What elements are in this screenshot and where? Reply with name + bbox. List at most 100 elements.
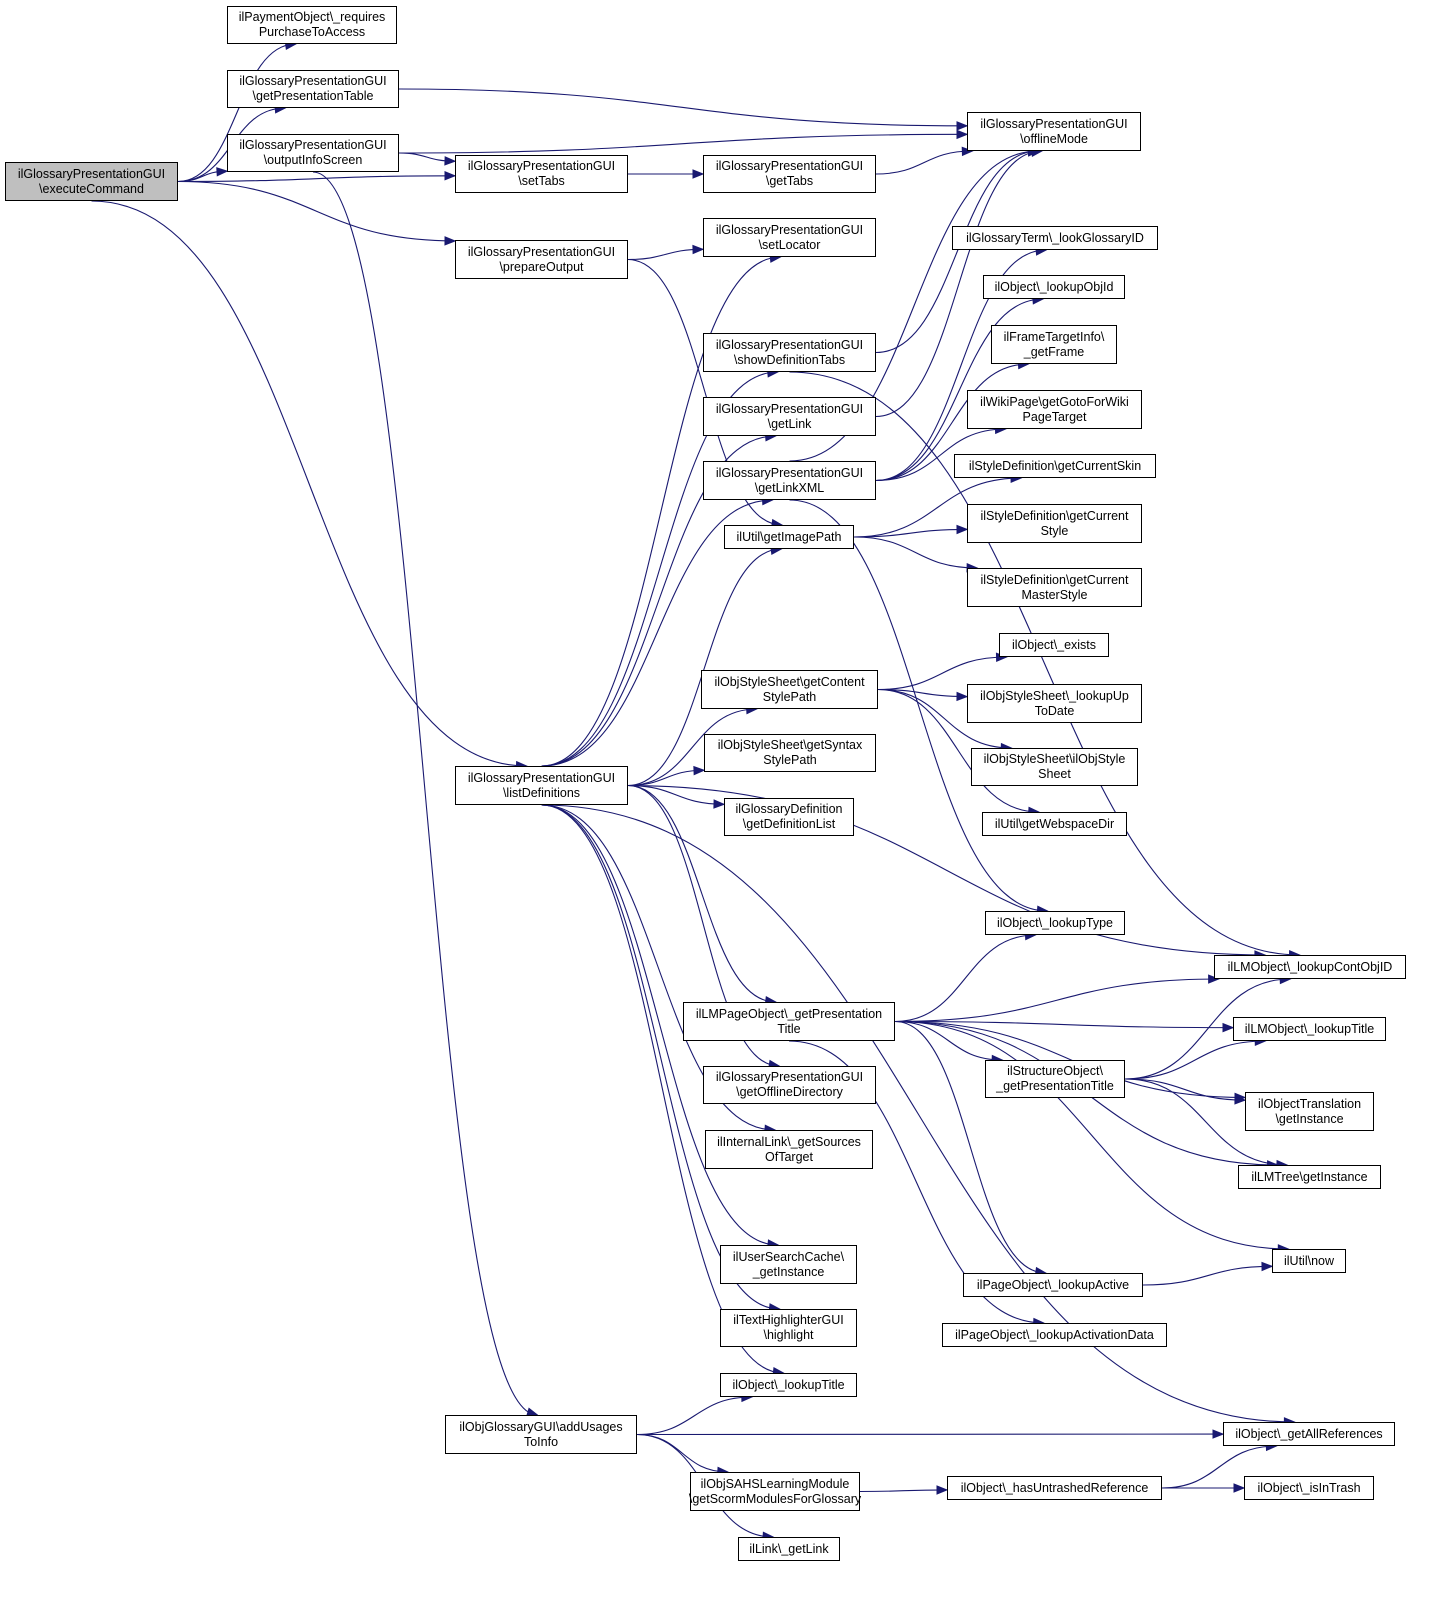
function-node[interactable]: ilUserSearchCache\_getInstance: [720, 1245, 857, 1284]
call-edge: [1124, 1040, 1266, 1080]
function-node[interactable]: ilStyleDefinition\getCurrentSkin: [954, 454, 1156, 478]
function-node[interactable]: ilGlossaryPresentationGUI\getPresentatio…: [227, 70, 399, 108]
node-label-line: StylePath: [763, 753, 817, 767]
function-node[interactable]: ilLMTree\getInstance: [1238, 1165, 1381, 1189]
function-node[interactable]: ilUtil\getImagePath: [724, 525, 854, 549]
node-label-line: ilObjStyleSheet\getSyntax: [717, 738, 863, 752]
node-label-line: ilObjectTranslation: [1257, 1096, 1362, 1111]
function-node[interactable]: ilUtil\now: [1272, 1249, 1346, 1273]
function-node[interactable]: ilUtil\getWebspaceDir: [982, 812, 1127, 836]
node-label-line: ilGlossaryPresentationGUI: [239, 74, 387, 88]
function-node[interactable]: ilObject\_hasUntrashedReference: [947, 1476, 1162, 1500]
node-label-line: \showDefinitionTabs: [733, 352, 846, 367]
call-edge: [541, 804, 780, 1310]
node-label-line: StylePath: [762, 689, 817, 704]
node-label-line: \offlineMode: [1020, 131, 1088, 146]
node-label-line: \outputInfoScreen: [263, 153, 363, 167]
function-node[interactable]: ilObjectTranslation\getInstance: [1245, 1092, 1374, 1131]
function-node[interactable]: ilGlossaryPresentationGUI\getLinkXML: [703, 461, 876, 500]
function-node[interactable]: ilGlossaryTerm\_lookGlossaryID: [952, 226, 1158, 250]
function-node[interactable]: ilObject\_isInTrash: [1244, 1476, 1374, 1500]
arrowhead: [956, 129, 969, 140]
function-node[interactable]: ilGlossaryPresentationGUI\setTabs: [455, 155, 628, 193]
call-edge: [894, 978, 1219, 1023]
node-label-line: \getTabs: [765, 174, 814, 188]
function-node[interactable]: ilGlossaryPresentationGUI\prepareOutput: [455, 240, 628, 279]
node-label-line: ilGlossaryPresentationGUI: [715, 159, 864, 173]
call-edge: [541, 804, 775, 1131]
node-label-line: ilObject\_lookupTitle: [732, 1377, 845, 1392]
root-function-node[interactable]: ilGlossaryPresentationGUI\executeCommand: [5, 162, 178, 201]
arrowhead: [1212, 1429, 1225, 1439]
call-edge: [875, 428, 1006, 482]
function-node[interactable]: ilObject\_lookupType: [985, 911, 1125, 935]
node-label-line: ilPaymentObject\_requires: [238, 10, 386, 24]
function-node[interactable]: ilGlossaryPresentationGUI\listDefinition…: [455, 766, 628, 805]
node-label-line: _getInstance: [752, 1264, 825, 1279]
function-node[interactable]: ilPageObject\_lookupActive: [963, 1273, 1143, 1297]
call-edge: [875, 150, 1042, 418]
node-label-line: ilFrameTargetInfo\: [1003, 329, 1105, 344]
function-node[interactable]: ilGlossaryPresentationGUI\showDefinition…: [703, 333, 876, 372]
node-label-line: \getDefinitionList: [742, 817, 836, 831]
function-node[interactable]: ilGlossaryDefinition\getDefinitionList: [724, 798, 854, 836]
function-node[interactable]: ilLMObject\_lookupContObjID: [1214, 955, 1406, 979]
node-label-line: ilObjStyleSheet\_lookupUp: [980, 688, 1129, 703]
node-label-line: ilGlossaryPresentationGUI: [715, 1070, 864, 1084]
call-edge: [853, 536, 978, 569]
function-node[interactable]: ilGlossaryPresentationGUI\getLink: [703, 397, 876, 436]
function-node[interactable]: ilObject\_exists: [999, 633, 1109, 657]
function-node[interactable]: ilLMObject\_lookupTitle: [1233, 1017, 1386, 1041]
node-label-line: MasterStyle: [1021, 587, 1088, 602]
function-node[interactable]: ilObject\_getAllReferences: [1223, 1422, 1395, 1446]
arrowhead: [692, 244, 705, 255]
call-edge: [398, 88, 968, 127]
function-node[interactable]: ilGlossaryPresentationGUI\setLocator: [703, 218, 876, 257]
node-label-line: ilLMTree\getInstance: [1251, 1169, 1368, 1184]
arrowhead: [692, 169, 705, 179]
node-label-line: ilObjSAHSLearningModule: [700, 1476, 850, 1491]
function-node[interactable]: ilGlossaryPresentationGUI\getOfflineDire…: [703, 1066, 876, 1104]
node-label-line: PurchaseToAccess: [258, 25, 366, 39]
call-edge: [541, 499, 773, 767]
call-edge: [894, 1020, 1046, 1274]
call-edge: [627, 784, 776, 1003]
node-label-line: \getLink: [767, 416, 812, 431]
function-node[interactable]: ilGlossaryPresentationGUI\getTabs: [703, 155, 876, 193]
function-node[interactable]: ilGlossaryPresentationGUI\outputInfoScre…: [227, 134, 399, 172]
function-node[interactable]: ilPageObject\_lookupActivationData: [942, 1323, 1167, 1347]
function-node[interactable]: ilLink\_getLink: [738, 1537, 840, 1561]
arrowhead: [693, 765, 706, 776]
function-node[interactable]: ilFrameTargetInfo\_getFrame: [991, 325, 1117, 364]
call-edge: [853, 477, 1022, 538]
node-label-line: _getFrame: [1023, 344, 1085, 359]
node-label-line: Sheet: [1038, 767, 1071, 781]
node-label-line: \getLinkXML: [754, 480, 825, 495]
function-node[interactable]: ilObject\_lookupTitle: [720, 1373, 857, 1397]
call-edge: [877, 688, 1039, 813]
node-label-line: ilObject\_getAllReferences: [1235, 1426, 1383, 1441]
call-edge: [627, 708, 757, 787]
arrowhead: [956, 524, 969, 535]
function-node[interactable]: ilObject\_lookupObjId: [983, 275, 1125, 299]
call-edge: [541, 435, 776, 767]
function-node[interactable]: ilTextHighlighterGUI\highlight: [720, 1309, 857, 1347]
call-edge: [877, 688, 1012, 749]
function-node[interactable]: ilGlossaryPresentationGUI\offlineMode: [967, 112, 1141, 151]
call-edge: [541, 371, 778, 767]
arrowhead: [956, 121, 969, 131]
function-node[interactable]: ilStructureObject\_getPresentationTitle: [985, 1060, 1125, 1098]
function-node[interactable]: ilObjSAHSLearningModule\getScormModulesF…: [689, 1472, 861, 1511]
node-label-line: ilObjGlossaryGUI\addUsages: [459, 1419, 623, 1434]
